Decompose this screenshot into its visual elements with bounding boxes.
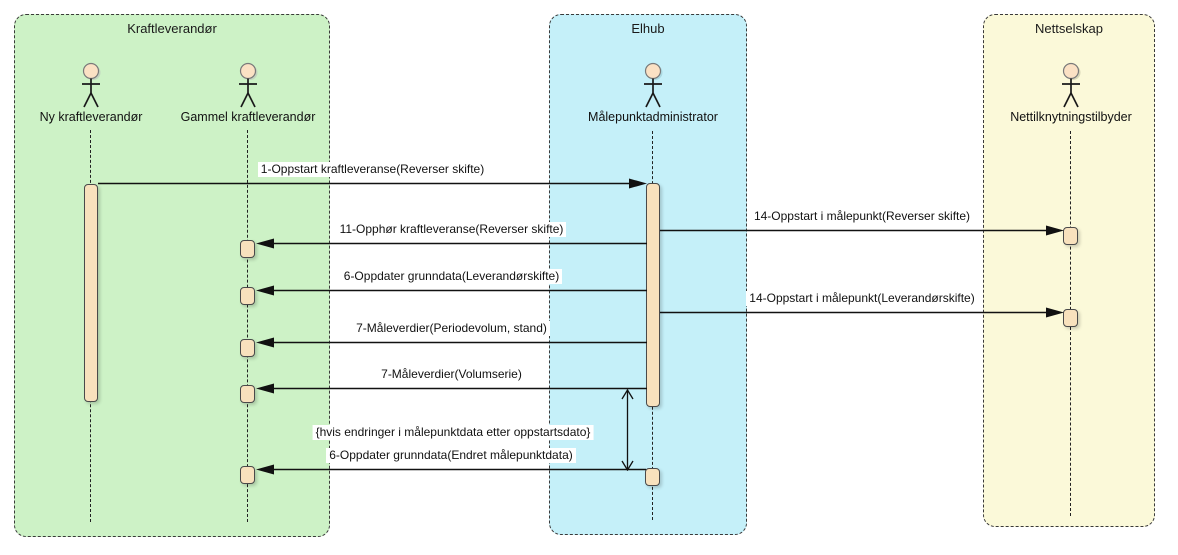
actor-label-nettilknytningstilbyder: Nettilknytningstilbyder [1010,110,1132,124]
message-7-label: 7-Måleverdier(Volumserie) [378,367,525,382]
message-5: 14-Oppstart i målepunkt(Leverandørskifte… [660,291,1064,318]
message-7: 7-Måleverdier(Volumserie) [256,367,647,394]
person-icon [233,62,263,110]
message-6-label: 7-Måleverdier(Periodevolum, stand) [353,321,550,336]
message-4-label: 6-Oppdater grunndata(Leverandørskifte) [340,269,563,284]
activation-box [240,385,255,403]
activation-box [240,339,255,357]
message-8-label: 6-Oppdater grunndata(Endret målepunktdat… [326,448,576,463]
arrow-left-icon [256,383,647,394]
message-6: 7-Måleverdier(Periodevolum, stand) [256,321,647,348]
arrow-left-icon [256,464,646,475]
activation-bar-malepunktadministrator [646,183,660,407]
arrow-right-icon [660,225,1064,236]
message-3: 11-Opphør kraftleveranse(Reverser skifte… [256,222,647,249]
condition-note: {hvis endringer i målepunktdata etter op… [312,425,594,440]
activation-box [240,287,255,305]
arrow-left-icon [256,238,647,249]
activation-box [1063,227,1078,245]
activation-box [240,466,255,484]
zone-title-kraftleverandor: Kraftleverandør [127,21,217,36]
message-3-label: 11-Opphør kraftleveranse(Reverser skifte… [336,222,567,237]
person-icon [638,62,668,110]
message-4: 6-Oppdater grunndata(Leverandørskifte) [256,269,647,296]
message-1: 1-Oppstart kraftleveranse(Reverser skift… [98,162,647,189]
message-5-label: 14-Oppstart i målepunkt(Leverandørskifte… [746,291,978,306]
activation-box [240,240,255,258]
person-icon [76,62,106,110]
activation-box [1063,309,1078,327]
zone-kraftleverandor: Kraftleverandør [14,14,330,537]
person-icon [1056,62,1086,110]
actor-label-ny-kraftleverandor: Ny kraftleverandør [39,110,143,124]
zone-nettselskap: Nettselskap [983,14,1155,527]
lifeline-gammel-kraftleverandor [247,130,248,522]
zone-title-nettselskap: Nettselskap [1035,21,1103,36]
arrow-right-icon [660,307,1064,318]
actor-label-malepunktadministrator: Målepunktadministrator [588,110,718,124]
arrow-left-icon [256,337,647,348]
arrow-left-icon [256,285,647,296]
actor-label-gammel-kraftleverandor: Gammel kraftleverandør [180,110,316,124]
message-1-label: 1-Oppstart kraftleveranse(Reverser skift… [257,162,488,177]
message-2: 14-Oppstart i målepunkt(Reverser skifte) [660,209,1064,236]
message-8: 6-Oppdater grunndata(Endret målepunktdat… [256,448,646,475]
zone-title-elhub: Elhub [631,21,665,36]
arrow-right-icon [98,178,647,189]
message-2-label: 14-Oppstart i målepunkt(Reverser skifte) [750,209,974,224]
activation-bar-ny-kraftleverandor [84,184,98,402]
activation-box [645,468,660,486]
